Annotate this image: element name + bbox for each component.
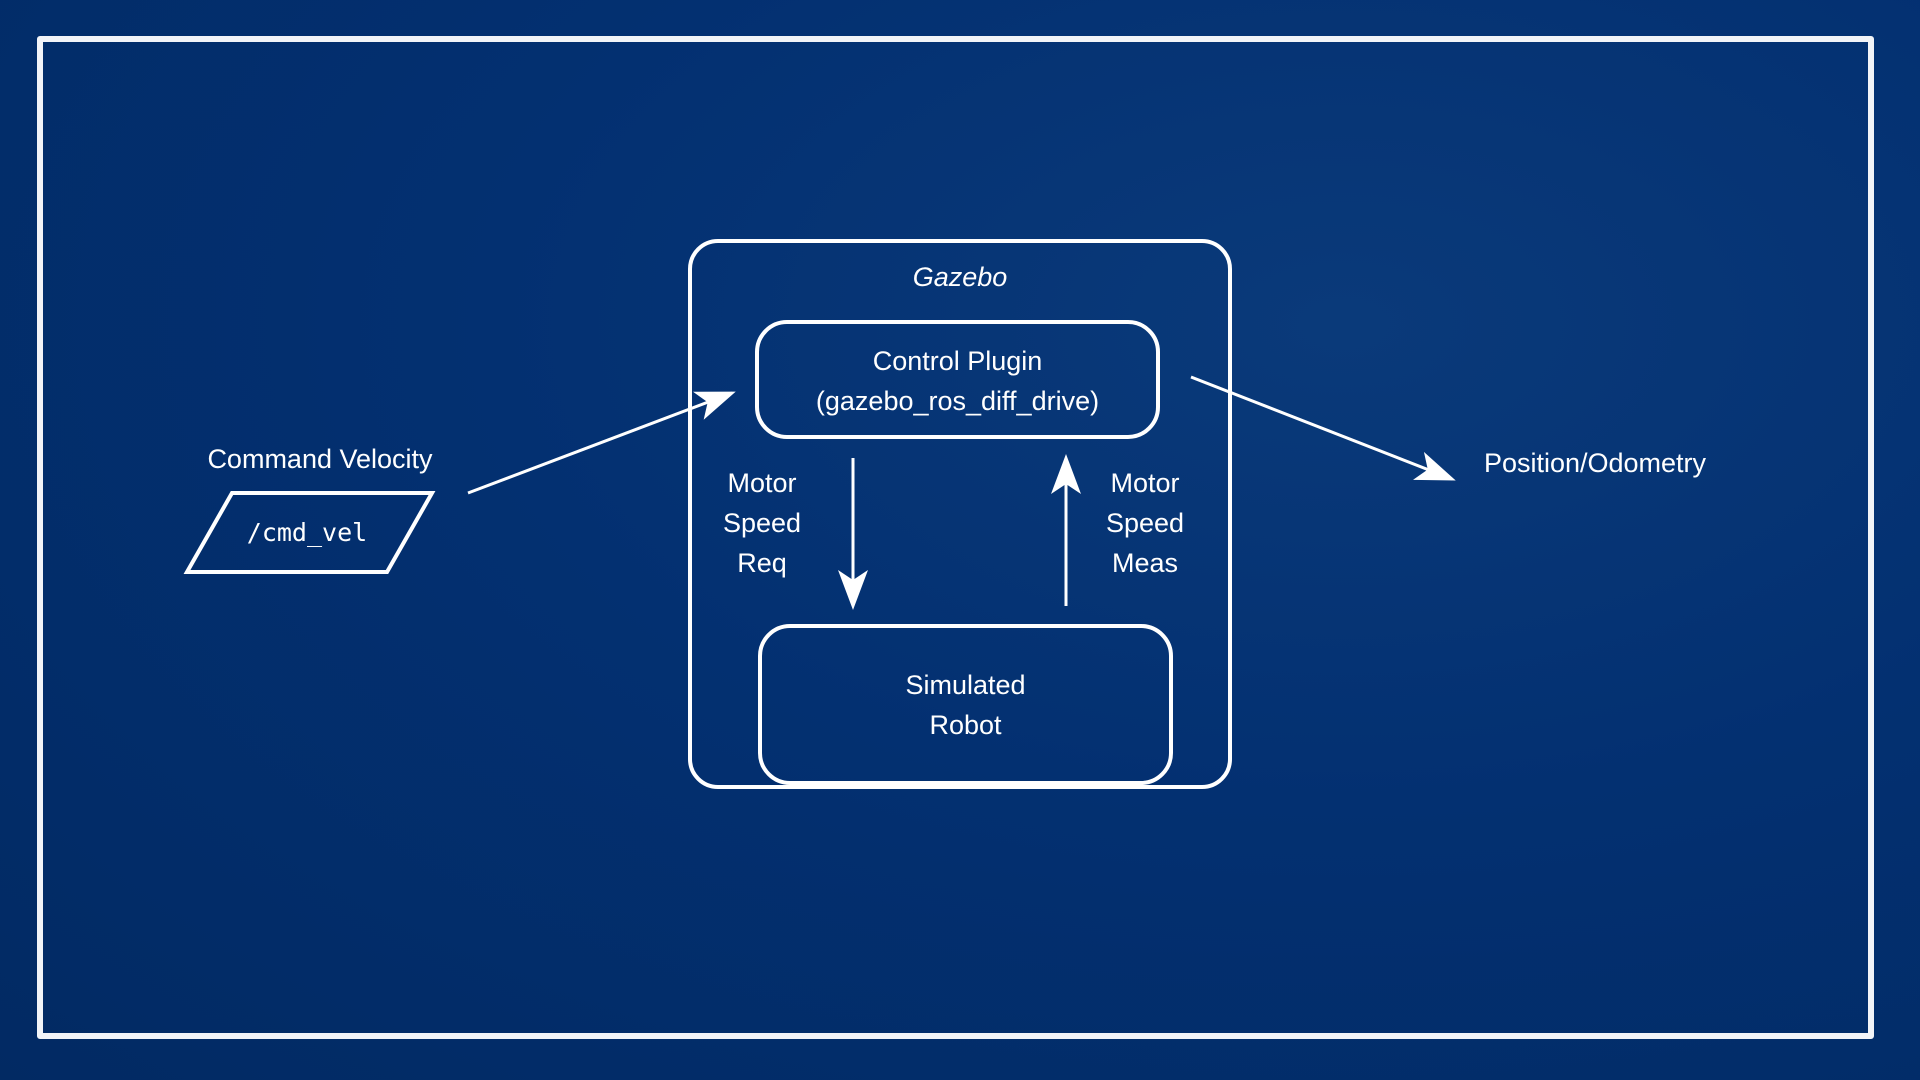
position-odometry-label: Position/Odometry xyxy=(1483,448,1707,478)
motor-speed-meas-line2: Speed xyxy=(1105,508,1185,538)
gazebo-title: Gazebo xyxy=(912,262,1008,292)
motor-speed-req-line3: Req xyxy=(737,548,787,578)
control-plugin-label: Control Plugin xyxy=(872,346,1043,376)
control-plugin-sublabel: (gazebo_ros_diff_drive) xyxy=(815,386,1100,416)
output-arrow xyxy=(1190,375,1456,481)
simulated-robot-label-1: Simulated xyxy=(905,670,1026,700)
input-arrow xyxy=(467,391,736,495)
motor-speed-meas-line3: Meas xyxy=(1111,548,1179,578)
simulated-robot-label-2: Robot xyxy=(929,710,1002,740)
cmd-vel-parallelogram xyxy=(183,491,436,574)
simulated-robot-box xyxy=(758,624,1173,785)
cmd-vel-topic: /cmd_vel xyxy=(246,518,368,547)
motor-speed-req-line2: Speed xyxy=(722,508,802,538)
control-plugin-box xyxy=(755,320,1160,439)
gazebo-container xyxy=(688,239,1232,789)
command-velocity-label: Command Velocity xyxy=(207,444,433,474)
motor-speed-meas-line1: Motor xyxy=(1110,468,1180,498)
slide-frame xyxy=(37,36,1874,1039)
motor-speed-req-line1: Motor xyxy=(727,468,797,498)
